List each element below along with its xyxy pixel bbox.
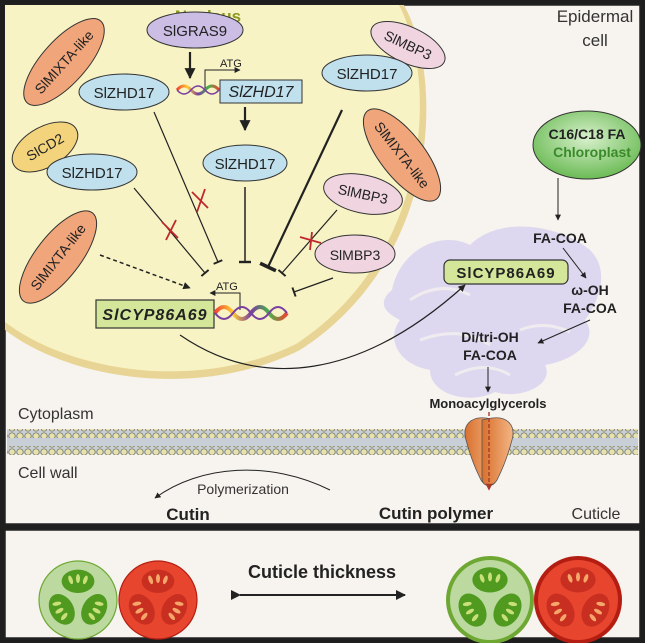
svg-text:SlGRAS9: SlGRAS9 (163, 23, 227, 40)
mixta-activates-cyp-edge (99, 254, 191, 290)
protein-slmbp3-middle: SlMBP3 (323, 173, 403, 215)
atg-label-top: ATG (220, 58, 242, 70)
svg-text:Chloroplast: Chloroplast (553, 144, 631, 160)
red-tomato-thick-icon (534, 556, 622, 643)
protein-slzhd17-top: SlZHD17 (78, 73, 170, 111)
transporter-icon (464, 412, 514, 491)
svg-text:SlCYP86A69: SlCYP86A69 (456, 265, 555, 282)
green-tomato-thick-icon (446, 556, 534, 643)
gene-slcyp86a69: SlCYP86A69 ATG (95, 281, 289, 329)
mbp3-mixta-inhibit-edge (277, 209, 338, 277)
svg-text:SlZHD17: SlZHD17 (229, 84, 295, 101)
cutin-polymer-label: Cutin polymer (379, 504, 494, 523)
green-tomato-thin-icon (38, 560, 118, 640)
polymerization-label: Polymerization (197, 481, 289, 497)
svg-text:SlMBP3: SlMBP3 (330, 247, 381, 263)
chloroplast: C16/C18 FA Chloroplast (532, 110, 642, 180)
protein-slzhd17-right: SlZHD17 (321, 54, 413, 92)
facoa-to-omega-arrow (562, 247, 587, 279)
protein-slzhd17-cd2: SlZHD17 (46, 153, 138, 191)
enzyme-slcyp86a69: SlCYP86A69 (443, 259, 569, 285)
cross-icon (299, 231, 322, 251)
red-tomato-thin-icon (118, 560, 198, 640)
plasma-membrane (7, 429, 638, 455)
atg-arrow-bottom (209, 290, 241, 310)
svg-text:C16/C18 FA: C16/C18 FA (548, 126, 625, 142)
fa-coa-label: FA-COA (533, 230, 587, 246)
protein-slmbp3-bottom: SlMBP3 (314, 234, 396, 274)
omega-facoa-label: FA-COA (563, 300, 617, 316)
svg-text:SlZHD17: SlZHD17 (94, 85, 155, 102)
cytoplasm-label: Cytoplasm (18, 406, 94, 423)
ditri-oh-label: Di/tri-OH (461, 329, 519, 345)
svg-text:SlCYP86A69: SlCYP86A69 (102, 307, 207, 324)
gene-slzhd17: SlZHD17 ATG (175, 58, 303, 104)
ditri-facoa-label: FA-COA (463, 347, 517, 363)
fruit-icons (38, 556, 622, 643)
cell-wall-label: Cell wall (18, 465, 78, 482)
dna-icon (175, 84, 221, 96)
atg-arrow-top (204, 67, 241, 90)
cutin-label: Cutin (166, 505, 209, 524)
dna-icon (213, 305, 289, 321)
cross-icon (191, 188, 209, 213)
monoacylglycerols-label: Monoacylglycerols (429, 396, 546, 411)
zhd17-mixta-inhibit-edge (153, 111, 223, 265)
svg-text:SlZHD17: SlZHD17 (337, 66, 398, 83)
omega-to-ditri-arrow (537, 319, 591, 344)
svg-text:SlZHD17: SlZHD17 (215, 156, 276, 173)
epidermal-cell-label-line1: Epidermal (557, 7, 634, 26)
translation-arrow (179, 284, 466, 370)
omega-oh-label: ω-OH (571, 282, 609, 298)
blocked-marks (161, 188, 322, 251)
epidermal-cell-label-line2: cell (582, 31, 608, 50)
atg-label-bottom: ATG (216, 281, 238, 293)
mbp3-inhibit-edge (291, 277, 334, 297)
zhd17-mbp3-inhibit-edge (259, 109, 343, 273)
cuticle-thickness-label: Cuticle thickness (248, 562, 396, 582)
svg-text:SlZHD17: SlZHD17 (62, 165, 123, 182)
protein-slzhd17-center: SlZHD17 (202, 144, 288, 182)
cuticle-label: Cuticle (572, 506, 621, 523)
protein-slgras9: SlGRAS9 (146, 11, 244, 49)
polymerization-arrow (154, 469, 331, 499)
cross-icon (161, 219, 179, 241)
